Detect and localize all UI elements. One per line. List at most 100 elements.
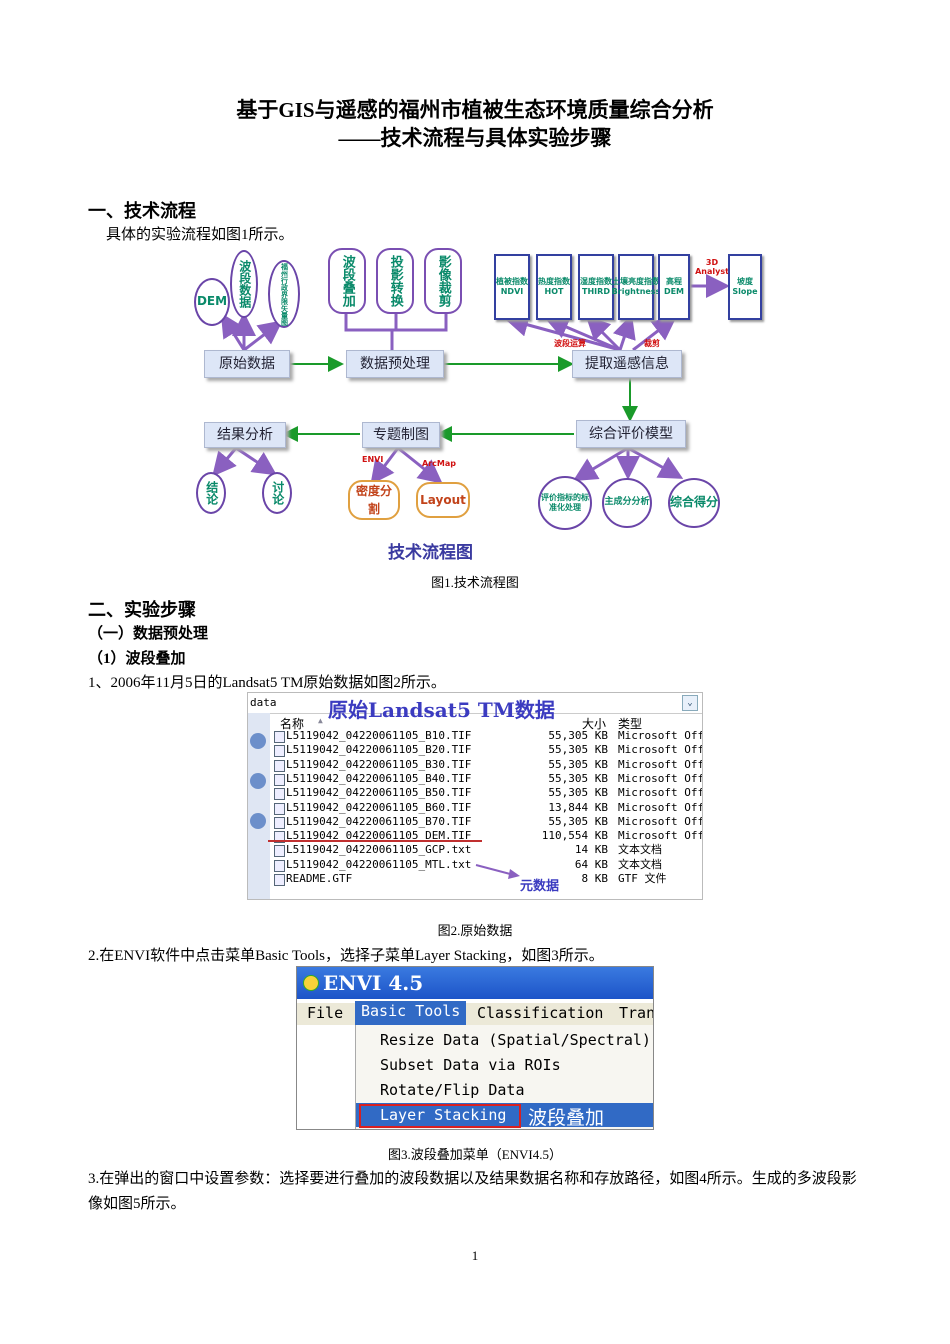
pre-step-band-stack: 波段叠加: [328, 248, 366, 314]
col-name-header[interactable]: 名称: [280, 717, 305, 731]
menu-transform[interactable]: Tran: [619, 1004, 654, 1022]
model-standardize: 评价指标的标准化处理: [538, 476, 592, 530]
paper-title-line2: ——技术流程与具体实验步骤: [338, 126, 612, 150]
file-name: README.GTF: [286, 872, 353, 885]
file-icon: [274, 859, 285, 872]
mapping-density-slice: 密度分割: [348, 480, 400, 520]
envi-logo-icon: [303, 975, 319, 991]
index-ndvi: 植被指数NDVI: [494, 254, 530, 320]
file-type: Microsoft Off: [618, 771, 703, 785]
address-text: data: [250, 696, 277, 709]
chevron-down-icon[interactable]: ⌄: [682, 695, 698, 711]
file-type: GTF 文件: [618, 872, 667, 885]
col-size-header[interactable]: 大小: [582, 717, 607, 731]
envi-menubar: File Basic Tools Classification Tran: [297, 1001, 654, 1025]
raw-input-dem: DEM: [194, 278, 230, 326]
menu-basic-tools[interactable]: Basic Tools: [355, 1001, 467, 1025]
model-score: 综合得分: [668, 478, 720, 528]
file-icon: [274, 745, 285, 758]
layer-stacking-label: Layer Stacking: [380, 1106, 507, 1124]
model-pca: 主成分分析: [602, 478, 652, 528]
file-size: 55,305 KB: [548, 729, 608, 742]
index-dem: 高程DEM: [658, 254, 690, 320]
mapping-layout: Layout: [416, 482, 470, 518]
section1-heading: 一、技术流程: [88, 201, 196, 221]
technical-flowchart: DEM 波段数据 福州行政界限矢量图 波段叠加 投影转换 影像裁剪 植被指数ND…: [188, 246, 762, 566]
node-mapping: 专题制图: [362, 422, 440, 448]
clip-label: 裁剪: [644, 339, 660, 348]
file-size: 13,844 KB: [548, 800, 608, 814]
col-type-header[interactable]: 类型: [618, 717, 643, 731]
file-size: 8 KB: [581, 872, 609, 885]
file-icon: [274, 802, 285, 815]
sort-up-icon: ▲: [318, 716, 323, 725]
menu-classification[interactable]: Classification: [477, 1004, 604, 1022]
index-brightness: 土壤亮度指数Brightness: [612, 254, 660, 320]
node-preprocess: 数据预处理: [346, 350, 444, 378]
file-explorer-screenshot: data ⌄ 原始Landsat5 TM数据 名称 ▲ 大小 类型 L51190…: [247, 692, 703, 900]
result-conclusion: 结论: [196, 472, 226, 514]
section2-heading: 二、实验步骤: [88, 600, 196, 620]
file-type: Microsoft Off: [618, 729, 703, 742]
para2: 2.在ENVI软件中点击菜单Basic Tools，选择子菜单Layer Sta…: [88, 948, 604, 964]
file-size: 55,305 KB: [548, 771, 608, 785]
file-name: L5119042_04220061105_B10.TIF: [286, 729, 472, 742]
index-hot: 热度指数HOT: [536, 254, 572, 320]
envi-menu-screenshot: ENVI 4.5 File Basic Tools Classification…: [296, 966, 654, 1130]
fig2-caption: 图2.原始数据: [437, 923, 513, 938]
file-type: Microsoft Off: [618, 786, 703, 800]
node-result: 结果分析: [204, 422, 286, 448]
file-size: 110,554 KB: [541, 829, 608, 843]
menu-item-layer-stacking[interactable]: Layer Stacking: [359, 1104, 521, 1128]
menu-file[interactable]: File: [307, 1004, 344, 1022]
analyst-label: 3D Analyst: [695, 258, 729, 276]
page-number: 1: [471, 1248, 479, 1263]
file-name: L5119042_04220061105_B50.TIF: [286, 786, 472, 800]
underline-mark: [268, 840, 482, 842]
flowchart-arrows: [212, 274, 730, 485]
metadata-label: 元数据: [520, 879, 560, 894]
file-size: 14 KB: [574, 843, 608, 857]
index-slope: 坡度Slope: [728, 254, 762, 320]
file-name: L5119042_04220061105_MTL.txt: [286, 857, 472, 871]
file-type: 文本文档: [618, 857, 662, 871]
file-type: Microsoft Off: [618, 743, 703, 757]
section1-text: 具体的实验流程如图1所示。: [106, 227, 294, 243]
file-name: L5119042_04220061105_B40.TIF: [286, 771, 472, 785]
nav-icon[interactable]: [250, 813, 266, 829]
fig1-caption: 图1.技术流程图: [431, 575, 519, 590]
menu-item-rotate[interactable]: Rotate/Flip Data: [380, 1081, 525, 1099]
file-type: Microsoft Off: [618, 814, 703, 828]
file-name: L5119042_04220061105_DEM.TIF: [286, 829, 472, 843]
file-size: 55,305 KB: [548, 743, 608, 757]
file-icon: [274, 845, 285, 858]
index-third: 湿度指数THIRD: [578, 254, 614, 320]
nav-icon[interactable]: [250, 773, 266, 789]
fig3-caption: 图3.波段叠加菜单（ENVI4.5）: [387, 1147, 563, 1162]
file-icon: [274, 773, 285, 786]
flowchart-title: 技术流程图: [388, 543, 473, 563]
basic-tools-dropdown: Resize Data (Spatial/Spectral) Subset Da…: [355, 1025, 653, 1129]
node-extract: 提取遥感信息: [572, 350, 682, 378]
file-name: L5119042_04220061105_B60.TIF: [286, 800, 472, 814]
pre-step-clip: 影像裁剪: [424, 248, 462, 314]
envi-label: ENVI: [362, 455, 384, 464]
band-calc-label: 波段运算: [554, 339, 586, 348]
menu-item-subset[interactable]: Subset Data via ROIs: [380, 1056, 561, 1074]
file-size: 55,305 KB: [548, 814, 608, 828]
left-pane: [248, 713, 270, 899]
file-name: L5119042_04220061105_B70.TIF: [286, 814, 472, 828]
menu-item-resize[interactable]: Resize Data (Spatial/Spectral): [380, 1031, 651, 1049]
envi-annotation: 波段叠加: [528, 1107, 605, 1129]
nav-icon[interactable]: [250, 733, 266, 749]
file-name: L5119042_04220061105_B30.TIF: [286, 757, 472, 771]
file-icon: [274, 759, 285, 772]
file-type: Microsoft Off: [618, 800, 703, 814]
file-icon: [274, 788, 285, 801]
result-discussion: 讨论: [262, 472, 292, 514]
column-header: 名称 ▲ 大小 类型: [274, 715, 702, 731]
file-size: 55,305 KB: [548, 786, 608, 800]
address-bar[interactable]: data ⌄: [248, 693, 702, 714]
file-type: 文本文档: [618, 843, 662, 857]
pre-step-projection: 投影转换: [376, 248, 414, 314]
